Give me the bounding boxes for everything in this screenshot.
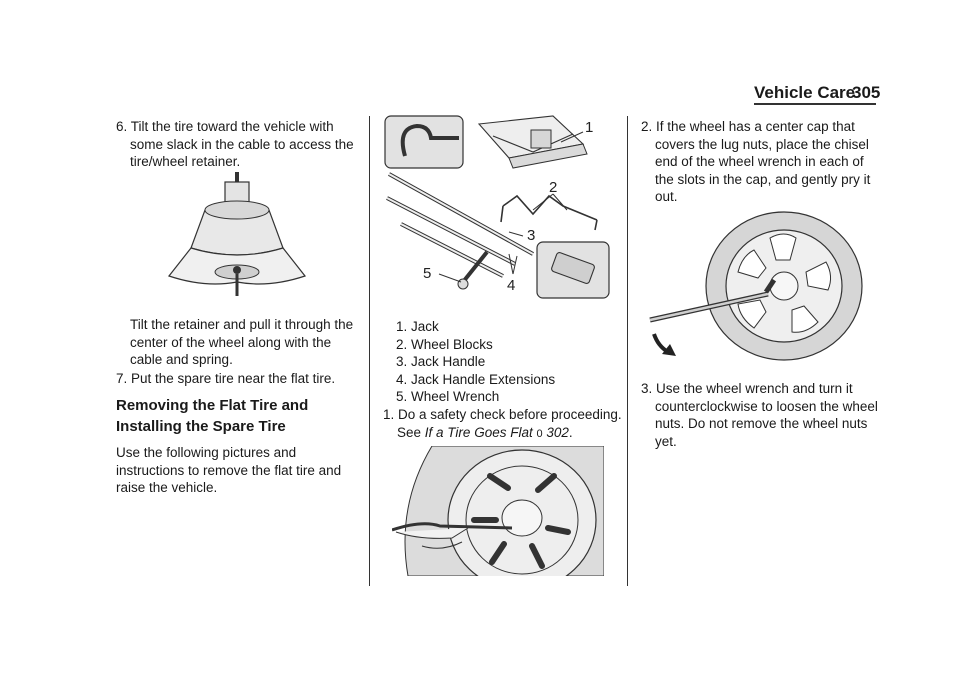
column-divider-right xyxy=(627,116,628,586)
legend-item-wheel-wrench: 5. Wheel Wrench xyxy=(396,389,500,404)
loosen-wheel-nuts-illustration xyxy=(642,210,864,370)
jack-tools-illustration: 1 2 3 4 5 xyxy=(383,114,615,304)
cross-reference-link[interactable]: If a Tire Goes Flat 0 302 xyxy=(424,424,569,440)
step-3-text: 3. Use the wheel wrench and turn it coun… xyxy=(641,381,878,449)
tool-legend-list: 1. Jack 2. Wheel Blocks 3. Jack Handle 4… xyxy=(396,318,555,406)
callout-1: 1 xyxy=(585,119,593,136)
legend-item-wheel-blocks: 2. Wheel Blocks xyxy=(396,336,493,352)
column-divider-left xyxy=(369,116,370,586)
page-number: 305 xyxy=(852,83,881,102)
section-heading: Removing the Flat Tire and Installing th… xyxy=(116,397,309,435)
header-rule xyxy=(754,103,876,105)
callout-2: 2 xyxy=(549,179,557,196)
callout-4: 4 xyxy=(507,277,515,294)
wheel-cap-removal-illustration xyxy=(392,446,604,576)
step-6-detail-text: Tilt the retainer and pull it through th… xyxy=(130,317,354,367)
intro-text: Use the following pictures and instructi… xyxy=(116,445,342,495)
step-7-text: 7. Put the spare tire near the flat tire… xyxy=(116,371,336,386)
page-header: Vehicle Care 305 xyxy=(0,83,960,105)
legend-item-jack: 1. Jack xyxy=(396,319,439,334)
legend-item-jack-handle: 3. Jack Handle xyxy=(396,354,486,369)
callout-3: 3 xyxy=(527,227,535,244)
legend-item-jack-handle-extensions: 4. Jack Handle Extensions xyxy=(396,371,556,387)
step-1-text: 1. Do a safety check before proceeding. … xyxy=(383,407,622,440)
callout-5: 5 xyxy=(423,265,431,282)
section-title: Vehicle Care xyxy=(754,83,856,102)
tire-retainer-illustration xyxy=(165,170,315,305)
step-6-text: 6. Tilt the tire toward the vehicle with… xyxy=(116,119,354,169)
step-2-text: 2. If the wheel has a center cap that co… xyxy=(641,119,871,204)
page-reference-icon: 0 xyxy=(536,427,543,440)
